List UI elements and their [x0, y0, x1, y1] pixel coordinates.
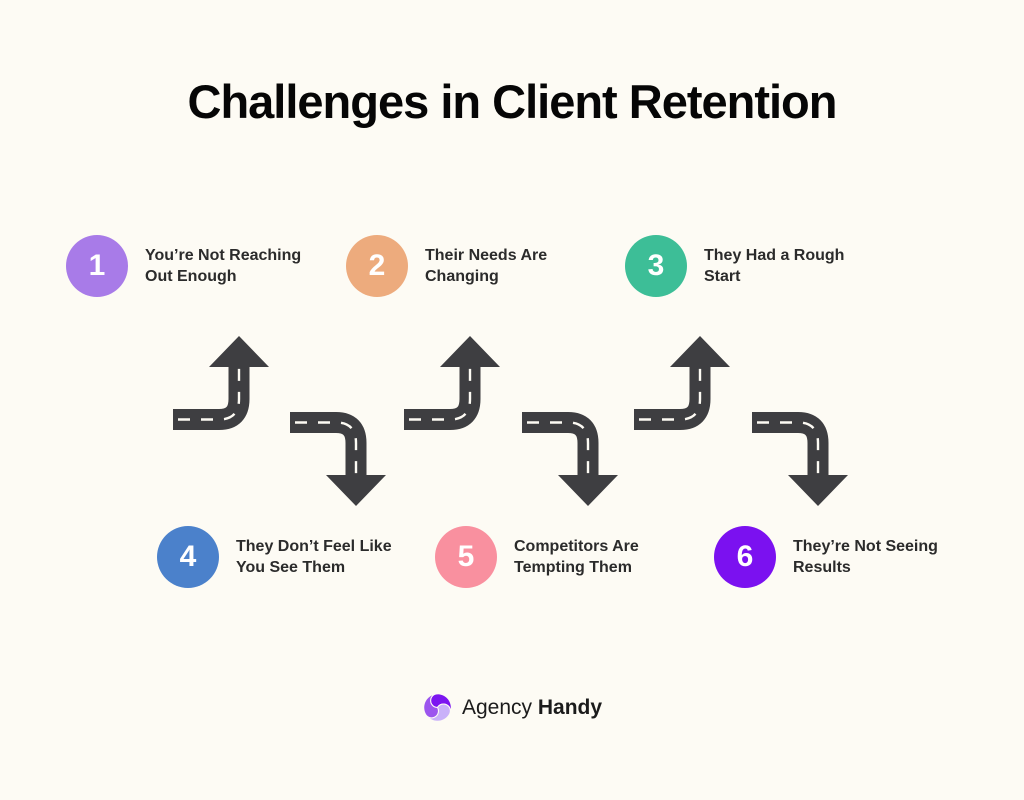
- brand-swirl-icon: [423, 693, 452, 722]
- number-badge-5: 5: [435, 526, 497, 588]
- number-badge-1: 1: [66, 235, 128, 297]
- page-title: Challenges in Client Retention: [187, 75, 838, 128]
- challenge-item-2: 2 Their Needs Are Changing: [346, 235, 547, 297]
- challenge-item-3: 3 They Had a Rough Start: [625, 235, 844, 297]
- item-label-4: They Don’t Feel Like You See Them: [236, 538, 392, 576]
- challenge-item-5: 5 Competitors Are Tempting Them: [435, 526, 639, 588]
- item-label-6: They’re Not Seeing Results: [793, 538, 938, 576]
- item-label-1: You’re Not Reaching Out Enough: [145, 247, 302, 285]
- item-label-3: They Had a Rough Start: [704, 247, 845, 285]
- road-arrow-down-icon: [522, 412, 618, 506]
- road-arrow-down-icon: [752, 412, 848, 506]
- challenge-item-6: 6 They’re Not Seeing Results: [714, 526, 938, 588]
- brand-name: Agency Handy: [462, 696, 602, 720]
- brand-logo: Agency Handy: [0, 692, 1024, 723]
- item-label-5: Competitors Are Tempting Them: [514, 538, 639, 576]
- road-arrow-up-icon: [173, 336, 269, 430]
- road-arrow-down-icon: [290, 412, 386, 506]
- number-badge-6: 6: [714, 526, 776, 588]
- challenge-item-1: 1 You’re Not Reaching Out Enough: [66, 235, 301, 297]
- brand-name-bold: Handy: [537, 695, 603, 719]
- number-badge-2: 2: [346, 235, 408, 297]
- number-badge-4: 4: [157, 526, 219, 588]
- challenge-item-4: 4 They Don’t Feel Like You See Them: [157, 526, 392, 588]
- item-label-2: Their Needs Are Changing: [425, 247, 548, 285]
- road-arrow-up-icon: [634, 336, 730, 430]
- road-arrow-up-icon: [404, 336, 500, 430]
- brand-name-regular: Agency: [461, 695, 532, 719]
- number-badge-3: 3: [625, 235, 687, 297]
